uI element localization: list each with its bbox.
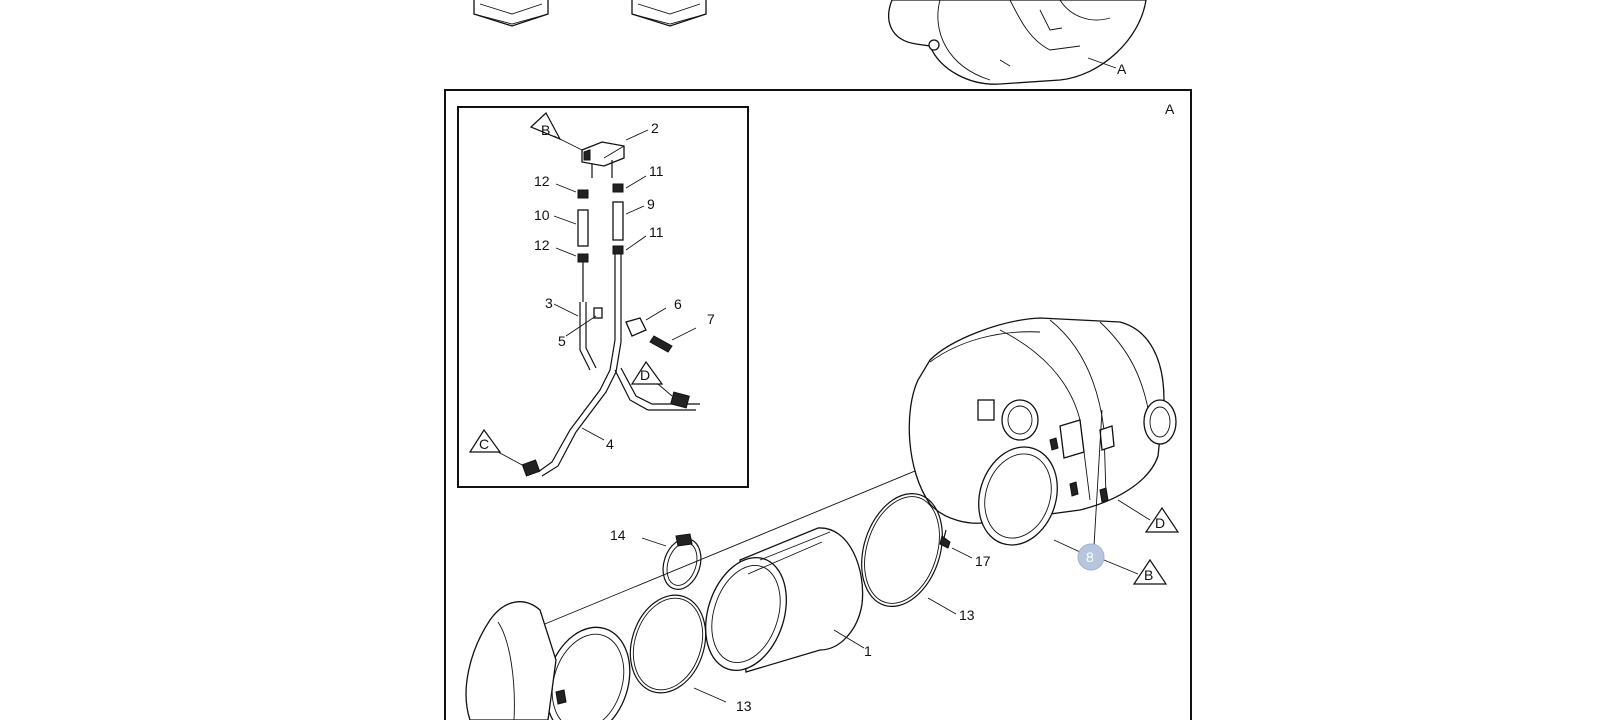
bolt	[649, 335, 673, 353]
part-8-vertical-leader	[1093, 409, 1103, 547]
hose-clamp-right-upper	[612, 183, 624, 193]
view-label: A	[1165, 101, 1175, 117]
particulate-filter	[705, 527, 864, 673]
hose-right	[612, 201, 624, 241]
gasket-right	[861, 493, 943, 607]
overview-assembly	[888, 0, 1147, 85]
inset-frame	[457, 106, 749, 488]
part-label-12-upper: 12	[534, 173, 550, 189]
highlighted-part-marker-8[interactable]: 8	[1077, 543, 1105, 571]
inlet-cover	[465, 601, 567, 720]
pressure-sensor	[581, 141, 625, 178]
connection-ref-inset-d: D	[630, 360, 673, 397]
connection-ref-inset-c: C	[468, 428, 525, 467]
bracket	[625, 317, 647, 337]
part-label-5: 5	[558, 333, 566, 349]
part-label-2: 2	[651, 120, 659, 136]
hose-clamp-right-lower	[612, 245, 624, 255]
part-label-9: 9	[647, 196, 655, 212]
part-label-7: 7	[707, 311, 715, 327]
clip	[593, 307, 603, 319]
hose-clamp-left-upper	[577, 189, 589, 199]
part-label-17: 17	[975, 553, 991, 569]
hose-left	[577, 209, 589, 247]
overview-callout-leader	[1087, 57, 1117, 69]
v-clamp	[662, 533, 702, 590]
connection-ref-inset-b: B	[529, 112, 583, 151]
part-label-10: 10	[534, 207, 550, 223]
svg-text:B: B	[541, 122, 550, 138]
svg-text:8: 8	[1086, 549, 1094, 565]
pipe-end-fitting-d	[670, 391, 690, 409]
part-label-11-lower: 11	[649, 224, 664, 240]
thumbnail-left-part	[473, 0, 549, 27]
housing-inlet-ring	[978, 446, 1058, 546]
detail-view-frame	[444, 89, 1192, 720]
part-label-4: 4	[606, 436, 614, 452]
overview-callout-label: A	[1117, 61, 1127, 77]
thumbnail-right-part	[631, 0, 707, 27]
svg-text:C: C	[479, 436, 489, 452]
pipe-4	[537, 254, 700, 477]
pipe-3	[579, 302, 597, 371]
svg-text:B: B	[1144, 567, 1153, 583]
screw	[939, 529, 951, 549]
part-label-3: 3	[545, 295, 553, 311]
part-label-6: 6	[674, 296, 682, 312]
muffler-housing	[908, 317, 1177, 524]
svg-text:D: D	[640, 367, 650, 383]
pipe-end-fitting-c	[521, 459, 541, 477]
gasket-left	[629, 594, 707, 694]
part-label-14: 14	[610, 527, 626, 543]
part-label-12-lower: 12	[534, 237, 550, 253]
connection-ref-main-b: B	[1103, 558, 1168, 585]
connection-ref-main-d: D	[1117, 499, 1180, 533]
hose-clamp-left-lower	[577, 253, 589, 263]
part-label-13-left: 13	[736, 698, 752, 714]
part-label-11-upper: 11	[649, 163, 664, 179]
part-label-1: 1	[864, 643, 872, 659]
part-label-13-right: 13	[959, 607, 975, 623]
svg-text:D: D	[1155, 515, 1165, 531]
